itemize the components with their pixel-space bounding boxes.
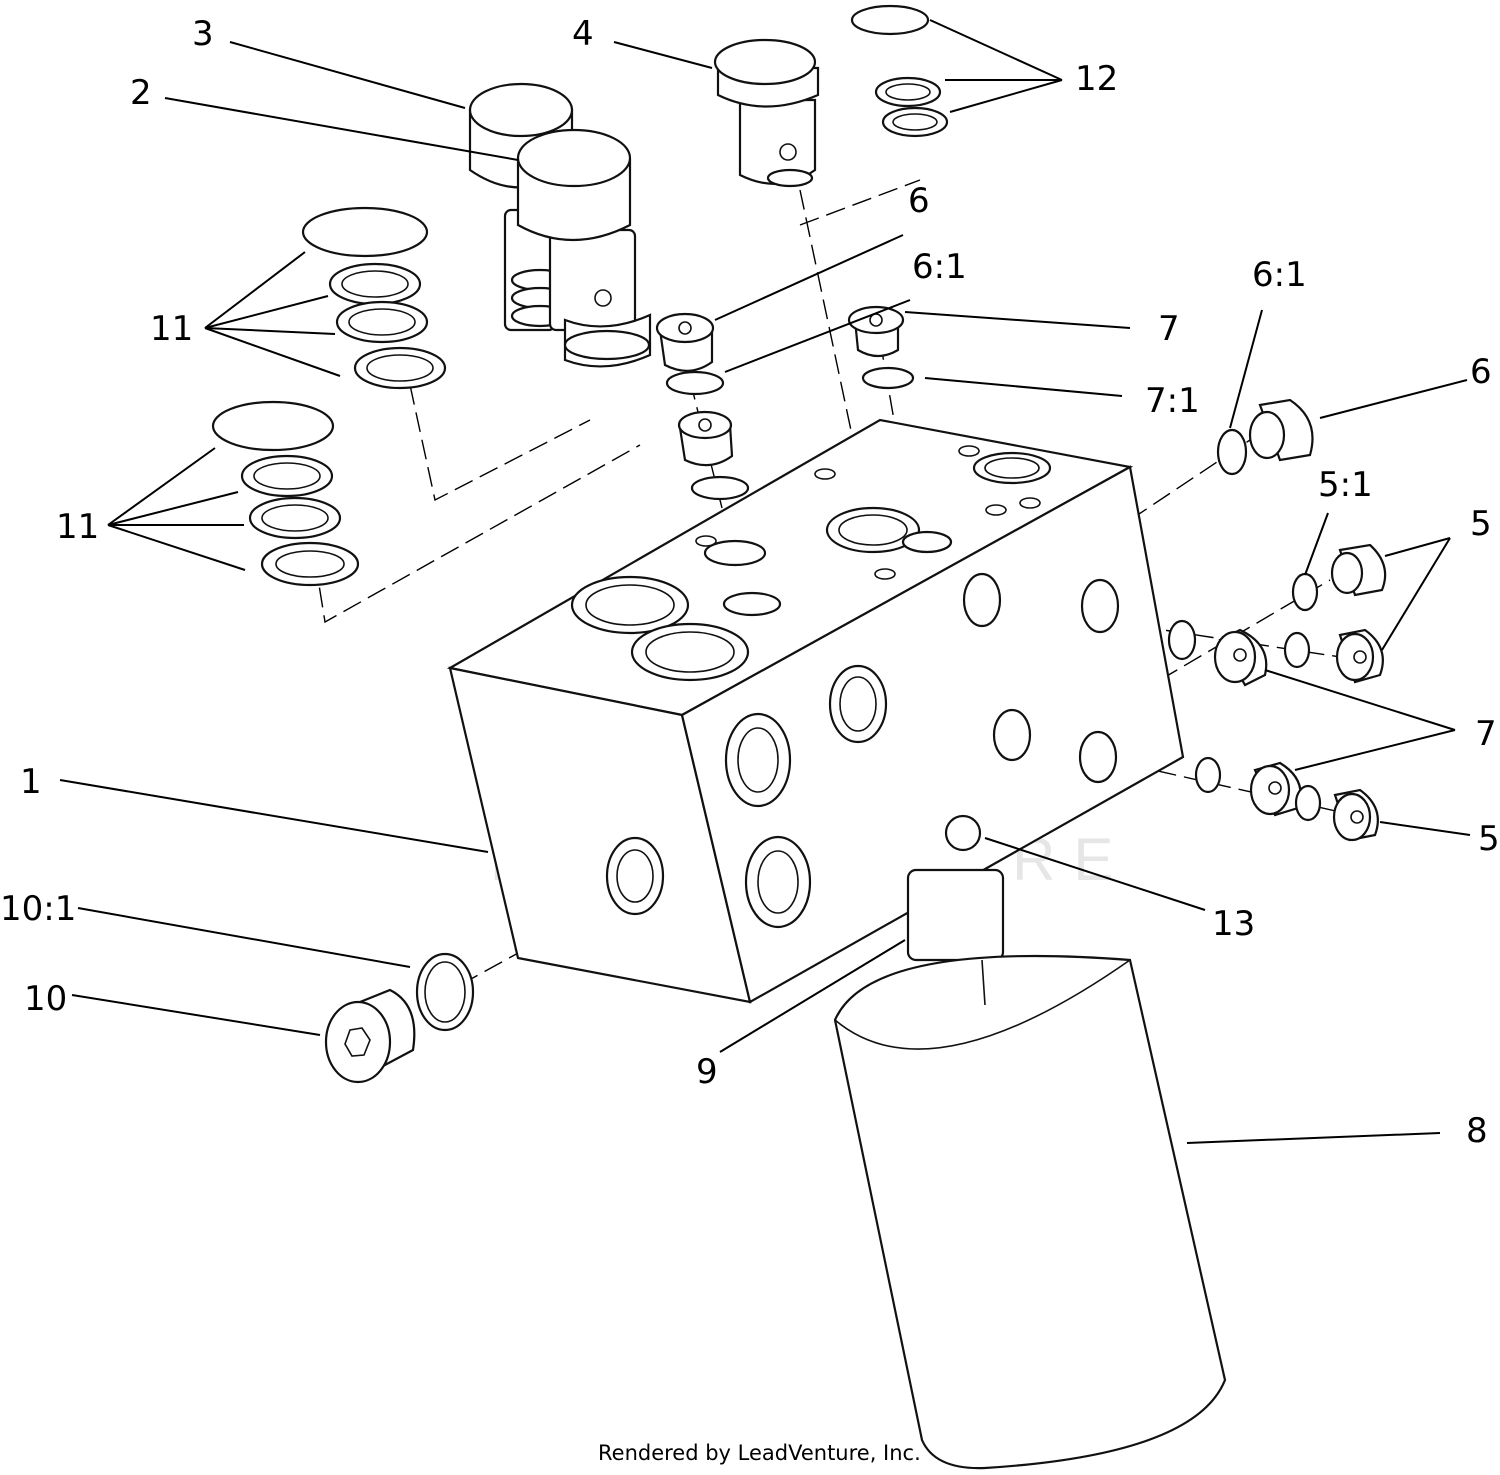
callout-12: 12 [1075, 59, 1118, 99]
callout-7-right: 7 [1475, 714, 1497, 754]
washer-stack-upper [301, 206, 447, 390]
cartridge-valve-2 [516, 128, 652, 368]
cartridge-valve-4 [713, 38, 820, 188]
callout-10-1: 10:1 [0, 889, 76, 929]
callout-5-lower: 5 [1478, 819, 1500, 859]
callout-3: 3 [192, 14, 214, 54]
side-plugs [1167, 398, 1387, 842]
filter-assembly [833, 868, 1227, 1470]
callout-6-1-top: 6:1 [912, 247, 967, 287]
callout-11-upper: 11 [150, 309, 193, 349]
callout-4: 4 [572, 14, 594, 54]
leader-lines [59, 19, 1471, 1144]
callout-9: 9 [696, 1052, 718, 1092]
plug-10 [324, 952, 475, 1084]
callout-6-top: 6 [908, 181, 930, 221]
callout-2: 2 [130, 73, 152, 113]
callout-6-right: 6 [1470, 352, 1492, 392]
callout-10: 10 [24, 979, 67, 1019]
callout-7-top: 7 [1158, 309, 1180, 349]
callout-8: 8 [1466, 1111, 1488, 1151]
callout-11-lower: 11 [56, 507, 99, 547]
washer-stack-lower [211, 400, 360, 587]
callout-7-1: 7:1 [1145, 381, 1200, 421]
top-plugs [655, 305, 915, 501]
footer-credit: Rendered by LeadVenture, Inc. [598, 1441, 921, 1465]
callout-5-1: 5:1 [1318, 465, 1373, 505]
callout-labels: 3 2 4 12 6 6:1 6:1 11 7 6 7:1 5:1 5 11 7… [0, 14, 1500, 1151]
callout-13: 13 [1212, 904, 1255, 944]
callout-5-upper: 5 [1470, 504, 1492, 544]
callout-1: 1 [20, 762, 42, 802]
callout-6-1-right: 6:1 [1252, 255, 1307, 295]
seal-set [850, 4, 949, 138]
manifold-block [446, 418, 1185, 1004]
